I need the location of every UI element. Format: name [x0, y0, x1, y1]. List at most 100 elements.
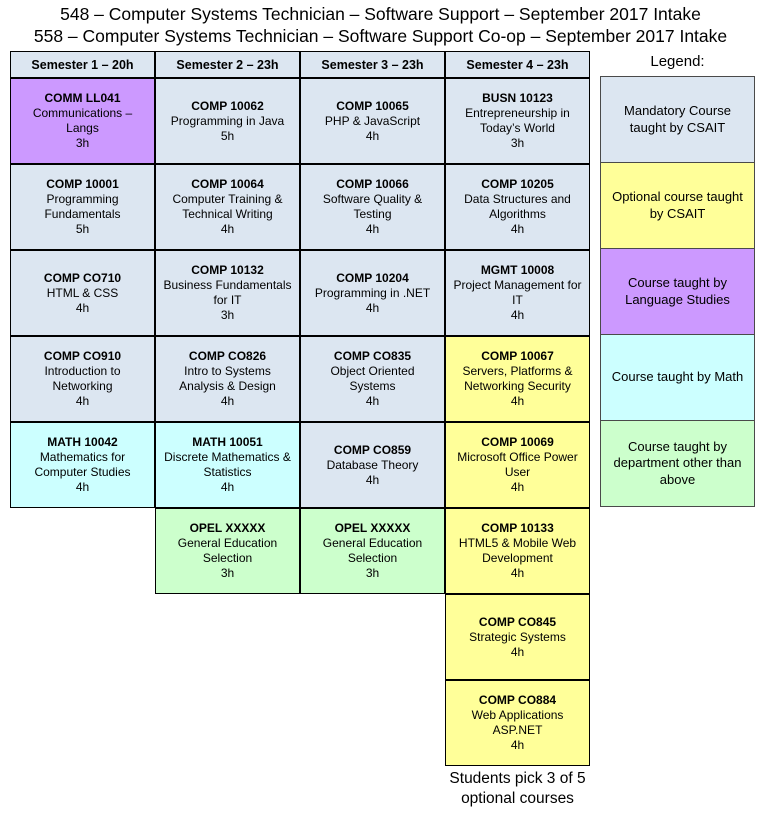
course-hours: 4h [510, 222, 525, 236]
course-hours: 4h [510, 644, 525, 659]
course-code: COMP 10064 [191, 177, 264, 191]
course-name: PHP & JavaScript [324, 113, 421, 128]
course-hours: 4h [220, 222, 235, 236]
course-code: COMM LL041 [44, 91, 121, 105]
course-cell-comp-10066: COMP 10066 Software Quality & Testing 4h [300, 164, 445, 250]
course-name: Database Theory [326, 457, 419, 472]
course-code: COMP CO826 [188, 349, 267, 363]
course-code: COMP 10065 [336, 98, 409, 113]
course-cell-opel-sem3: OPEL XXXXX General Education Selection 3… [300, 508, 445, 594]
course-code: COMP CO859 [333, 442, 412, 457]
course-name: HTML5 & Mobile Web Development [458, 536, 577, 565]
course-code: COMP CO910 [43, 349, 122, 363]
course-code: COMP 10066 [336, 177, 409, 191]
semester-4-header: Semester 4 – 23h [445, 51, 590, 78]
course-code: BUSN 10123 [482, 91, 553, 105]
course-cell-mgmt-10008: MGMT 10008 Project Management for IT 4h [445, 250, 590, 336]
semester-3-header: Semester 3 – 23h [300, 51, 445, 78]
course-hours: 3h [220, 566, 235, 580]
course-name: Web Applications ASP.NET [471, 708, 564, 737]
course-hours: 3h [220, 308, 235, 322]
course-hours: 4h [75, 480, 90, 494]
course-name: General Education Selection [177, 536, 278, 565]
course-name: Data Structures and Algorithms [464, 192, 571, 221]
course-cell-comp-10132: COMP 10132 Business Fundamentals for IT … [155, 250, 300, 336]
legend-item-language-studies: Course taught by Language Studies [600, 248, 755, 335]
course-hours: 5h [75, 222, 90, 236]
course-hours: 4h [220, 394, 235, 408]
course-cell-comp-co710: COMP CO710 HTML & CSS 4h [10, 250, 155, 336]
course-hours: 4h [75, 394, 90, 408]
semester-1-header: Semester 1 – 20h [10, 51, 155, 78]
course-code: COMP CO710 [43, 270, 122, 285]
course-name: Programming Fundamentals [44, 192, 121, 221]
course-hours: 4h [510, 566, 525, 580]
course-hours: 4h [365, 128, 380, 143]
course-code: OPEL XXXXX [334, 521, 411, 535]
course-code: COMP CO845 [478, 614, 557, 629]
course-name: Software Quality & Testing [322, 192, 423, 221]
course-code: COMP 10132 [191, 263, 264, 277]
course-hours: 3h [365, 566, 380, 580]
course-name: Mathematics for Computer Studies [34, 450, 131, 479]
course-name: HTML & CSS [46, 285, 119, 300]
course-hours: 4h [510, 394, 525, 408]
course-cell-comp-co910: COMP CO910 Introduction to Networking 4h [10, 336, 155, 422]
course-code: COMP 10133 [481, 521, 554, 535]
course-hours: 4h [365, 222, 380, 236]
course-hours: 4h [220, 480, 235, 494]
course-cell-opel-sem2: OPEL XXXXX General Education Selection 3… [155, 508, 300, 594]
course-cell-comp-10067: COMP 10067 Servers, Platforms & Networki… [445, 336, 590, 422]
course-cell-busn-10123: BUSN 10123 Entrepreneurship in Today’s W… [445, 78, 590, 164]
course-name: Project Management for IT [453, 278, 582, 307]
course-code: MGMT 10008 [480, 263, 555, 277]
course-name: Strategic Systems [469, 629, 566, 644]
course-name: Microsoft Office Power User [457, 450, 578, 479]
course-hours: 4h [510, 738, 525, 752]
course-code: MATH 10051 [192, 435, 263, 449]
course-cell-comp-10062: COMP 10062 Programming in Java 5h [155, 78, 300, 164]
course-name: Business Fundamentals for IT [163, 278, 292, 307]
course-cell-comp-10069: COMP 10069 Microsoft Office Power User 4… [445, 422, 590, 508]
course-cell-comp-co884: COMP CO884 Web Applications ASP.NET 4h [445, 680, 590, 766]
course-name: Communications – Langs [32, 106, 133, 135]
course-cell-math-10042: MATH 10042 Mathematics for Computer Stud… [10, 422, 155, 508]
course-cell-comp-co845: COMP CO845 Strategic Systems 4h [445, 594, 590, 680]
course-code: MATH 10042 [47, 435, 118, 449]
course-name: Intro to Systems Analysis & Design [179, 364, 276, 393]
course-hours: 3h [75, 136, 90, 150]
legend-box: Mandatory Course taught by CSAIT Optiona… [600, 76, 755, 507]
course-name: Discrete Mathematics & Statistics [164, 450, 291, 479]
page-titles: 548 – Computer Systems Technician – Soft… [0, 0, 761, 47]
course-hours: 4h [365, 300, 380, 315]
legend-item-mandatory-csait: Mandatory Course taught by CSAIT [600, 76, 755, 163]
legend-title: Legend: [650, 53, 705, 70]
course-cell-comp-10205: COMP 10205 Data Structures and Algorithm… [445, 164, 590, 250]
course-name: Servers, Platforms & Networking Security [462, 364, 573, 393]
course-hours: 4h [510, 480, 525, 494]
course-code: OPEL XXXXX [189, 521, 266, 535]
course-cell-comm-ll041: COMM LL041 Communications – Langs 3h [10, 78, 155, 164]
program-title-548: 548 – Computer Systems Technician – Soft… [60, 4, 701, 24]
course-cell-math-10051: MATH 10051 Discrete Mathematics & Statis… [155, 422, 300, 508]
course-code: COMP 10069 [481, 435, 554, 449]
course-cell-comp-co859: COMP CO859 Database Theory 4h [300, 422, 445, 508]
course-name: Entrepreneurship in Today’s World [465, 106, 570, 135]
course-name: Object Oriented Systems [330, 364, 415, 393]
legend-item-other-department: Course taught by department other than a… [600, 420, 755, 507]
semester-2-header: Semester 2 – 23h [155, 51, 300, 78]
course-cell-comp-10064: COMP 10064 Computer Training & Technical… [155, 164, 300, 250]
course-cell-comp-10065: COMP 10065 PHP & JavaScript 4h [300, 78, 445, 164]
course-hours: 4h [365, 472, 380, 487]
legend: Legend: Mandatory Course taught by CSAIT… [600, 51, 755, 808]
course-hours: 4h [365, 394, 380, 408]
legend-item-optional-csait: Optional course taught by CSAIT [600, 162, 755, 249]
course-cell-comp-10204: COMP 10204 Programming in .NET 4h [300, 250, 445, 336]
course-code: COMP 10205 [481, 177, 554, 191]
course-cell-comp-10001: COMP 10001 Programming Fundamentals 5h [10, 164, 155, 250]
legend-item-math: Course taught by Math [600, 334, 755, 421]
course-name: Programming in .NET [314, 285, 431, 300]
optional-courses-note: Students pick 3 of 5 optional courses [449, 770, 586, 807]
course-hours: 4h [75, 300, 90, 315]
course-code: COMP CO884 [478, 693, 557, 707]
